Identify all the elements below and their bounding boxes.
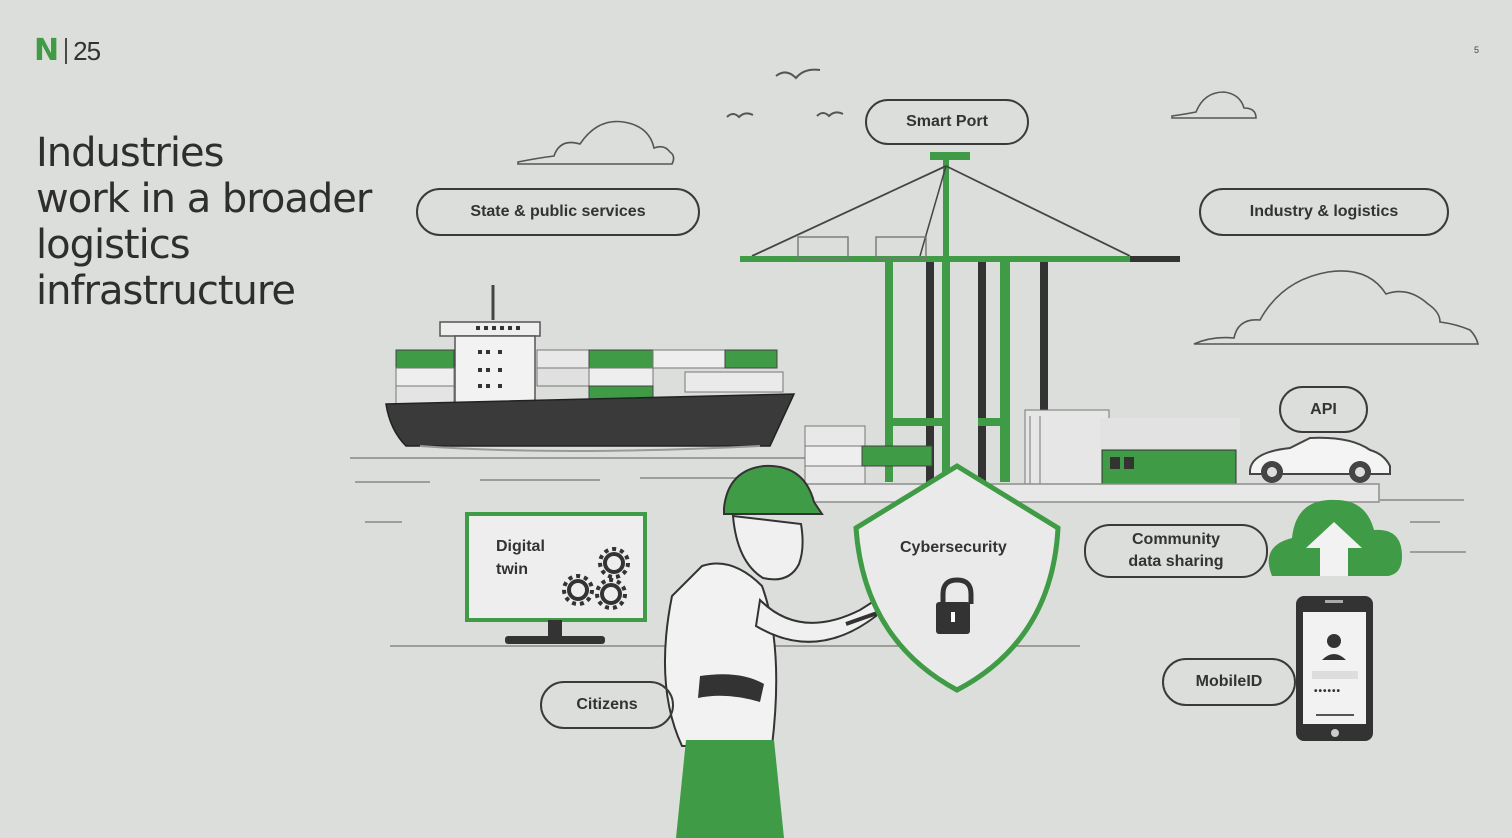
car-icon [1249,436,1391,483]
bird-icon [726,112,754,119]
gears-icon [562,547,630,610]
digital-twin-label: Digital twin [496,538,545,578]
mobileid-label: MobileID [1162,658,1296,706]
cybersecurity-label: Cybersecurity [900,539,1007,556]
industry-logistics-label: Industry & logistics [1199,188,1449,236]
logo-number: 25 [73,36,101,66]
cloud-icon [1193,270,1480,345]
avatar-icon [1327,634,1341,648]
port-crane [740,152,1180,482]
community-data-sharing-label: Community data sharing [1084,524,1268,578]
password-dots: •••••• [1314,686,1342,697]
birds [726,68,844,119]
lock-icon [936,577,974,634]
bird-icon [816,111,844,118]
title-line: Industries [36,130,224,176]
title-line: work in a broader [36,176,372,222]
state-public-services-label: State & public services [416,188,700,236]
digital-twin-monitor [465,512,647,644]
event-logo: N 25 [34,33,101,68]
clouds [517,91,1480,345]
slide-number: 5 [1474,45,1480,55]
logo-mark: N [34,33,60,68]
cloud-icon [517,120,675,165]
citizens-label: Citizens [540,681,674,729]
cargo-ship [385,285,796,452]
cloud-upload-icon [1268,499,1402,576]
phone-icon [1296,596,1373,741]
cybersecurity-shield [853,463,1061,693]
worker [663,464,884,838]
smart-port-label: Smart Port [865,99,1029,145]
title-line: logistics [36,222,191,268]
api-label: API [1279,386,1368,433]
slide-title: Industries work in a broader logistics i… [36,130,396,314]
logo-divider [65,38,68,64]
cloud-icon [1171,91,1257,119]
bird-icon [775,68,821,80]
title-line: infrastructure [36,268,296,314]
